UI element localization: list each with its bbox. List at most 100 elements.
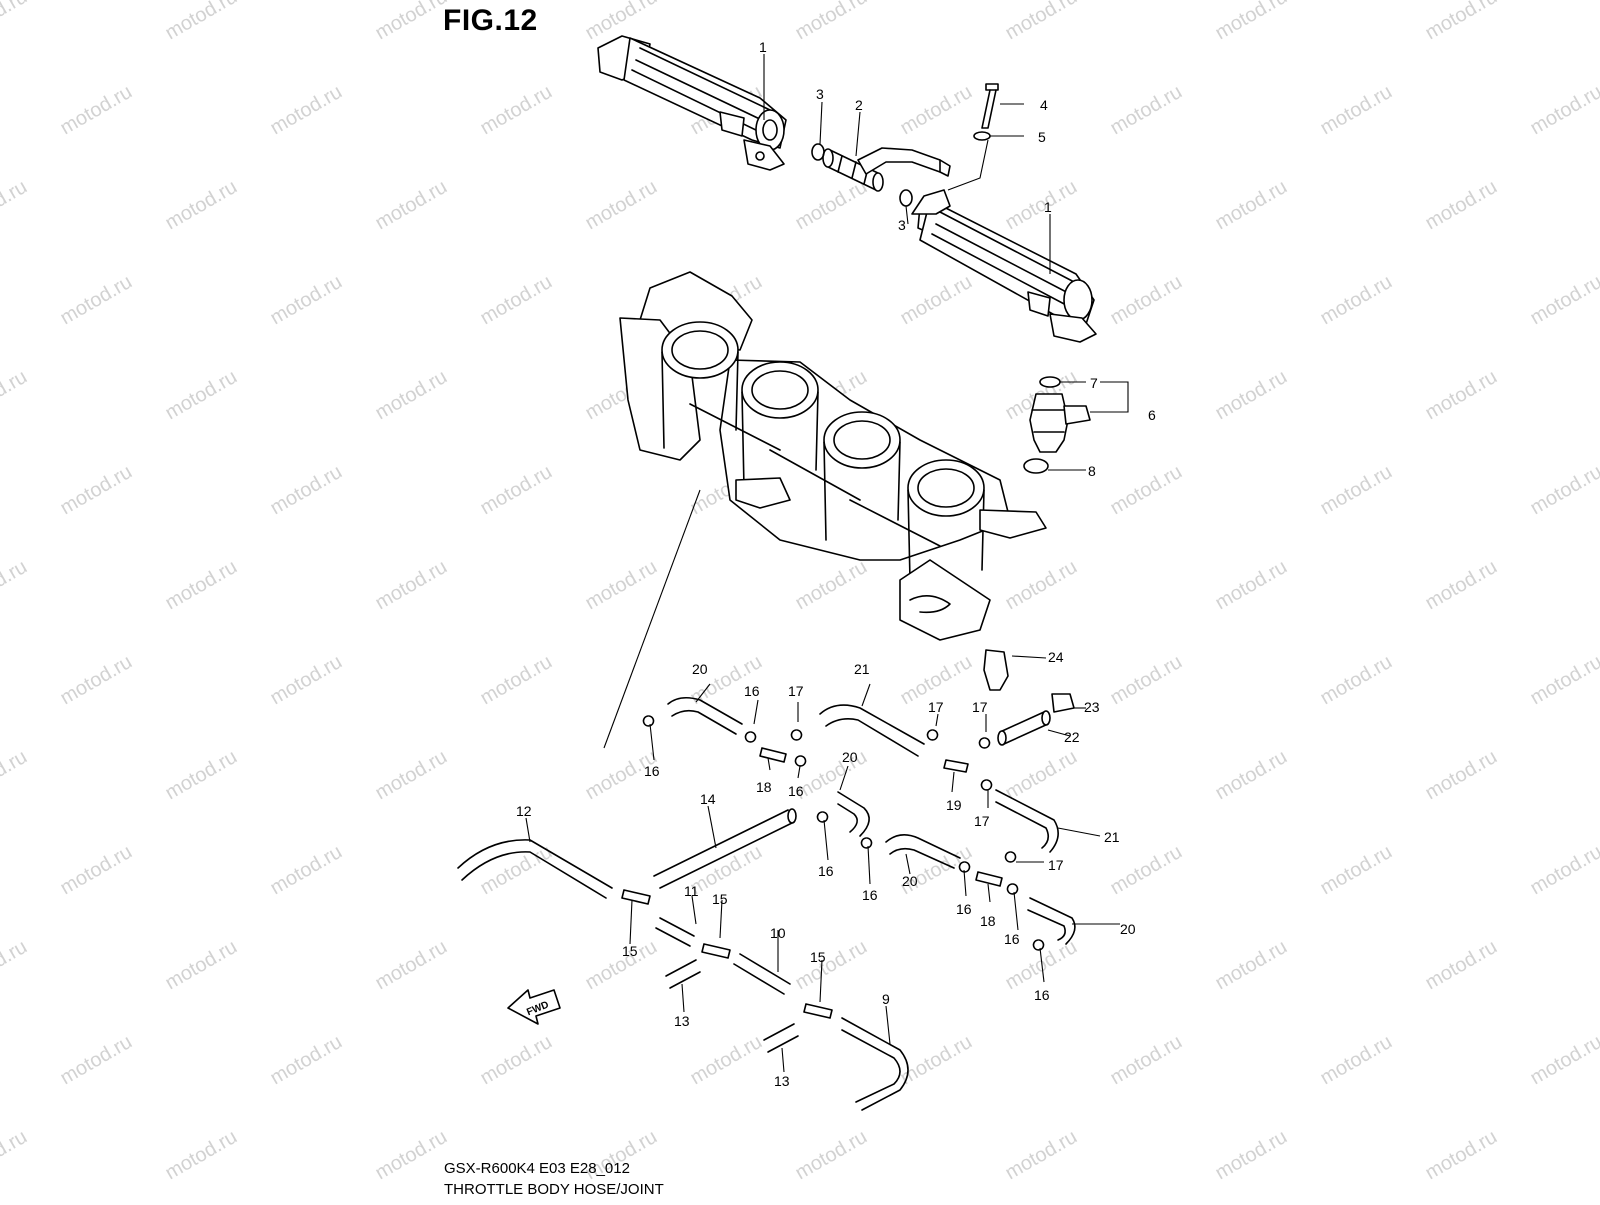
watermark-text: motod.ru (372, 1126, 451, 1185)
watermark-text: motod.ru (372, 746, 451, 805)
watermark-text: motod.ru (792, 0, 871, 44)
watermark-text: motod.ru (1422, 1126, 1501, 1185)
watermark-text: motod.ru (1212, 176, 1291, 235)
watermark-text: motod.ru (57, 81, 136, 140)
watermark-text: motod.ru (57, 841, 136, 900)
watermark-text: motod.ru (372, 936, 451, 995)
model-code: GSX-R600K4 E03 E28_012 (444, 1160, 630, 1177)
cushion-seal (1024, 459, 1048, 473)
watermark-text: motod.ru (267, 1031, 346, 1090)
watermark-text: motod.ru (0, 556, 31, 615)
watermark-text: motod.ru (1107, 651, 1186, 710)
callout-14: 14 (700, 791, 716, 807)
callout-16: 16 (644, 763, 660, 779)
callout-1: 1 (1044, 199, 1052, 215)
watermark-text: motod.ru (1527, 271, 1600, 330)
callout-6: 6 (1148, 407, 1156, 423)
watermark-text: motod.ru (372, 0, 451, 44)
guide-line-body-to-hoses (604, 490, 700, 748)
watermark-text: motod.ru (372, 366, 451, 425)
fuel-injector (1030, 394, 1090, 452)
watermark-text: motod.ru (477, 1031, 556, 1090)
watermark-text: motod.ru (1002, 1126, 1081, 1185)
watermark-text: motod.ru (792, 556, 871, 615)
callout-22: 22 (1064, 729, 1080, 745)
watermark-text: motod.ru (1107, 81, 1186, 140)
watermark-text: motod.ru (267, 841, 346, 900)
callout-16: 16 (1034, 987, 1050, 1003)
watermark-text: motod.ru (0, 1126, 31, 1185)
callout-12: 12 (516, 803, 532, 819)
callout-9: 9 (882, 991, 890, 1007)
watermark-text: motod.ru (162, 556, 241, 615)
watermark-text: motod.ru (477, 461, 556, 520)
watermark-text: motod.ru (57, 461, 136, 520)
callout-18: 18 (756, 779, 772, 795)
callout-10: 10 (770, 925, 786, 941)
watermark-text: motod.ru (582, 556, 661, 615)
watermark-text: motod.ru (1002, 0, 1081, 44)
watermark-text: motod.ru (267, 81, 346, 140)
watermark-text: motod.ru (57, 1031, 136, 1090)
watermark-text: motod.ru (792, 936, 871, 995)
watermark-text: motod.ru (1107, 1031, 1186, 1090)
fuel-pipe-joint (823, 148, 950, 191)
watermark-text: motod.ru (267, 271, 346, 330)
watermark-text: motod.ru (57, 651, 136, 710)
callout-3: 3 (898, 217, 906, 233)
watermark-text: motod.ru (1317, 81, 1396, 140)
callout-16: 16 (744, 683, 760, 699)
callout-3: 3 (816, 86, 824, 102)
watermark-text: motod.ru (1527, 81, 1600, 140)
watermark-text: motod.ru (0, 176, 31, 235)
leader-washer (948, 140, 988, 190)
watermark-text: motod.ru (1527, 651, 1600, 710)
callout-5: 5 (1038, 129, 1046, 145)
watermark-text: motod.ru (162, 936, 241, 995)
watermark-text: motod.ru (267, 461, 346, 520)
watermark-text: motod.ru (1422, 0, 1501, 44)
watermark-text: motod.ru (1107, 271, 1186, 330)
watermark-text: motod.ru (372, 556, 451, 615)
o-ring-upper (812, 144, 824, 160)
watermark-text: motod.ru (1422, 176, 1501, 235)
watermark-text: motod.ru (0, 0, 31, 44)
watermark-text: motod.ru (1212, 0, 1291, 44)
o-ring-lower (900, 190, 912, 206)
callout-17: 17 (928, 699, 944, 715)
watermark-text: motod.ru (1422, 746, 1501, 805)
watermark-text: motod.ru (1527, 1031, 1600, 1090)
callout-19: 19 (946, 797, 962, 813)
watermark-text: motod.ru (1212, 746, 1291, 805)
callout-20: 20 (902, 873, 918, 889)
watermark-text: motod.ru (687, 1031, 766, 1090)
watermark-text: motod.ru (1212, 936, 1291, 995)
callout-23: 23 (1084, 699, 1100, 715)
watermark-text: motod.ru (267, 651, 346, 710)
callout-7: 7 (1090, 375, 1098, 391)
watermark-text: motod.ru (0, 746, 31, 805)
watermark-text: motod.ru (897, 81, 976, 140)
callout-4: 4 (1040, 97, 1048, 113)
watermark-text: motod.ru (57, 271, 136, 330)
watermark-text: motod.ru (1212, 556, 1291, 615)
watermark-text: motod.ru (477, 841, 556, 900)
watermark-text: motod.ru (1422, 556, 1501, 615)
callout-24: 24 (1048, 649, 1064, 665)
callout-18: 18 (980, 913, 996, 929)
watermark-text: motod.ru (1317, 461, 1396, 520)
callout-15: 15 (622, 943, 638, 959)
callout-11: 11 (684, 883, 699, 899)
callout-1: 1 (759, 39, 767, 55)
callout-16: 16 (818, 863, 834, 879)
watermark-text: motod.ru (792, 176, 871, 235)
watermark-text: motod.ru (1317, 1031, 1396, 1090)
watermark-text: motod.ru (1317, 651, 1396, 710)
figure-caption: THROTTLE BODY HOSE/JOINT (444, 1181, 664, 1198)
watermark-text: motod.ru (1527, 461, 1600, 520)
watermark-text: motod.ru (1002, 556, 1081, 615)
watermark-text: motod.ru (1527, 841, 1600, 900)
callout-17: 17 (974, 813, 990, 829)
